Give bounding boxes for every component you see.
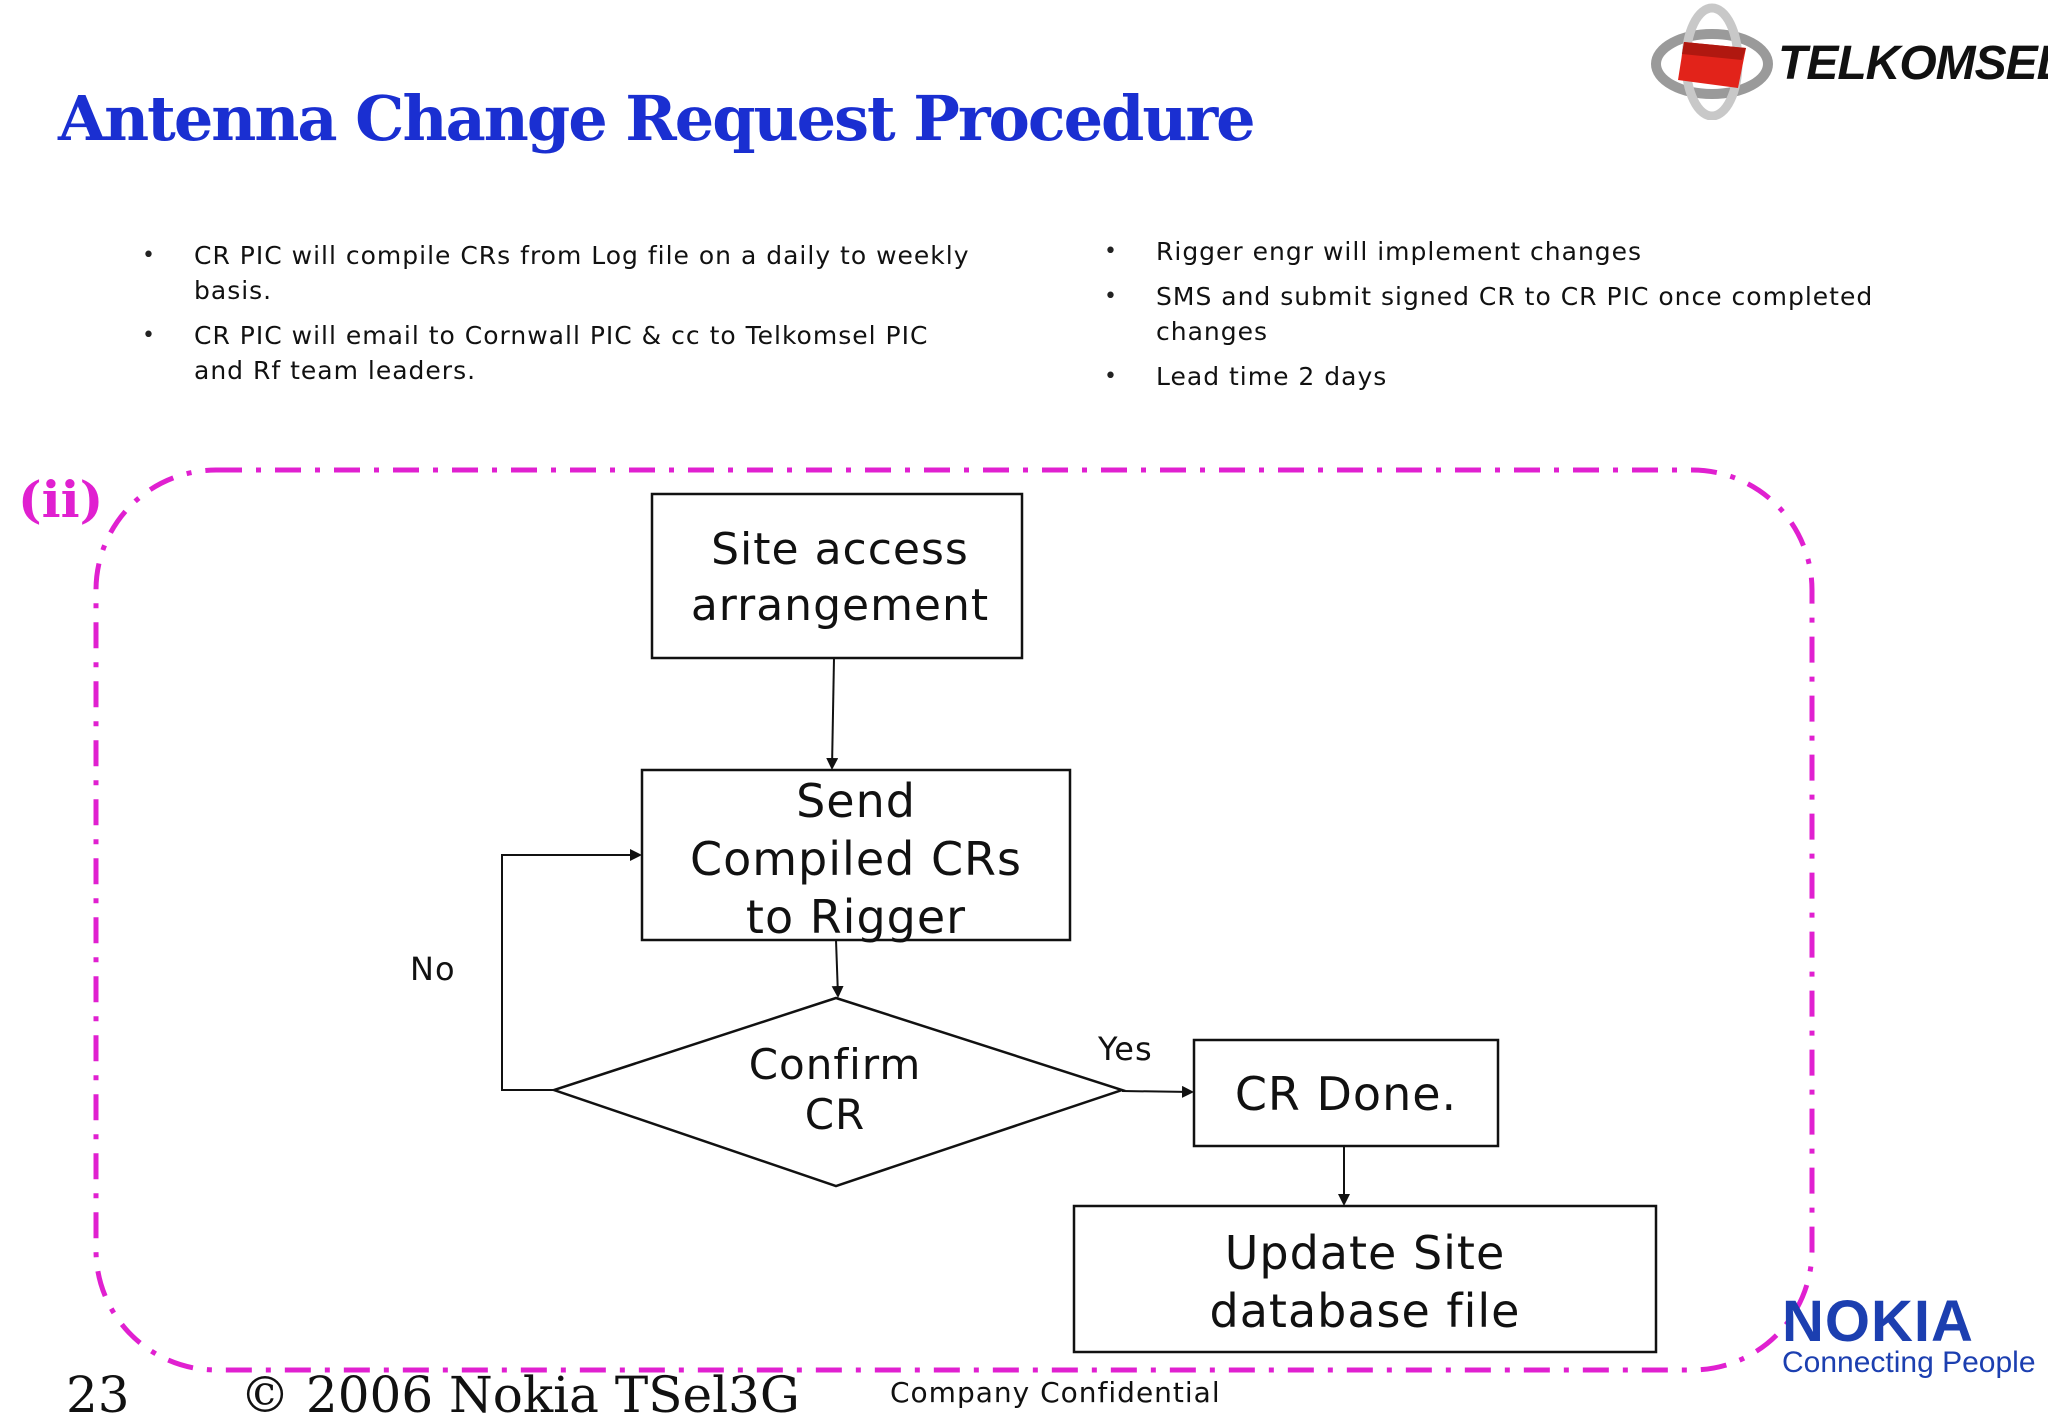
telkomsel-wordmark: TELKOMSEL (1778, 37, 2048, 90)
page-title: Antenna Change Request Procedure (58, 82, 1256, 155)
confirm-cr-diamond (550, 996, 1127, 1188)
confirm-cr-label: Confirm CR (680, 1040, 990, 1140)
node-line: Compiled CRs (689, 832, 1022, 886)
nokia-tagline: Connecting People (1782, 1346, 2036, 1379)
page-number: 23 (66, 1366, 130, 1424)
cr-done-label: CR Done. (1194, 1066, 1498, 1122)
bullet-dot-icon: • (1104, 364, 1118, 389)
bullet-item: • CR PIC will email to Cornwall PIC & cc … (142, 318, 972, 388)
node-line: Update Site (1224, 1226, 1506, 1280)
site-access-label: Site access arrangement (630, 522, 1050, 634)
bullet-text: CR PIC will compile CRs from Log file on… (194, 241, 970, 305)
copyright-text: © 2006 Nokia TSel3G (240, 1366, 800, 1424)
edge-label-yes: Yes (1098, 1030, 1153, 1068)
edge-yes (1121, 1085, 1194, 1098)
cr-done-box (1192, 1038, 1500, 1148)
node-line: Send (796, 774, 916, 828)
site-access-box (650, 492, 1024, 660)
node-line: database file (1209, 1284, 1521, 1338)
node-line: to Rigger (745, 890, 967, 944)
node-line: CR Done. (1234, 1067, 1458, 1121)
confidential-label: Company Confidential (890, 1376, 1221, 1409)
node-line: Confirm (748, 1040, 922, 1089)
bullet-list-right: • Rigger engr will implement changes • SMS… (1104, 234, 1944, 404)
node-line: Site access (711, 524, 969, 575)
bullet-list-left: • CR PIC will compile CRs from Log file o… (142, 238, 972, 398)
send-crs-label: Send Compiled CRs to Rigger (642, 772, 1070, 946)
bullet-text: CR PIC will email to Cornwall PIC & cc t… (194, 321, 929, 385)
update-db-box (1072, 1204, 1658, 1354)
section-marker: (ii) (18, 470, 104, 529)
bullet-item: • CR PIC will compile CRs from Log file o… (142, 238, 972, 308)
edge-no-loop (501, 849, 642, 1091)
bullet-text: Rigger engr will implement changes (1156, 237, 1643, 266)
edge-site-to-send (826, 657, 839, 770)
nokia-wordmark: NOKIA (1782, 1289, 1974, 1354)
telkomsel-emblem-icon (1651, 3, 1773, 120)
bullet-dot-icon: • (1104, 284, 1118, 309)
bullet-dot-icon: • (142, 243, 156, 268)
bullet-text: SMS and submit signed CR to CR PIC once … (1156, 282, 1874, 346)
bullet-item: • SMS and submit signed CR to CR PIC once… (1104, 279, 1944, 349)
bullet-text: Lead time 2 days (1156, 362, 1388, 391)
edge-label-no: No (410, 950, 456, 988)
bullet-dot-icon: • (142, 323, 156, 348)
edge-send-to-confirm (831, 939, 844, 998)
node-line: arrangement (690, 580, 990, 631)
bullet-item: • Lead time 2 days (1104, 359, 1944, 394)
bullet-item: • Rigger engr will implement changes (1104, 234, 1944, 269)
send-crs-box (640, 768, 1072, 942)
update-db-label: Update Site database file (1074, 1224, 1656, 1340)
node-line: CR (804, 1090, 866, 1139)
bullet-dot-icon: • (1104, 239, 1118, 264)
dashed-border (93, 467, 1815, 1373)
